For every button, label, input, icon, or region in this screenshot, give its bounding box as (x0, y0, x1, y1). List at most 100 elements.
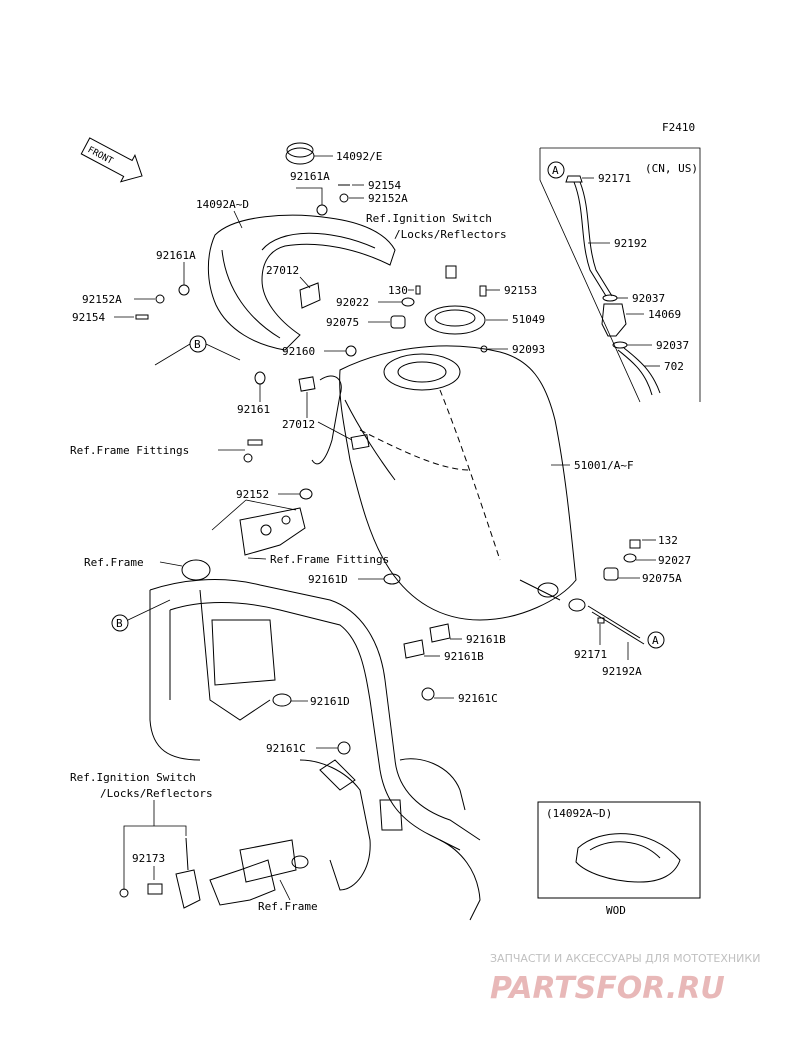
label-92154-left: 92154 (72, 311, 105, 324)
clamp-92171-bot (597, 617, 605, 624)
filter-14069 (601, 303, 627, 337)
tank-cover-illustration (207, 214, 396, 351)
label-92192: 92192 (614, 237, 647, 250)
market-note: (CN, US) (645, 162, 698, 175)
label-92075a: 92075A (642, 572, 682, 585)
variant-box-caption: WOD (606, 904, 626, 917)
grommet-92160 (345, 345, 357, 357)
label-92154-top: 92154 (368, 179, 401, 192)
callout-a-upper-label: A (552, 164, 559, 177)
callout-a-lower-label: A (652, 634, 659, 647)
grommet-92161a-left (178, 284, 190, 296)
washer-frame-fittings (243, 453, 253, 463)
clamp-92037-b (612, 341, 628, 349)
bolt-frame-fittings (247, 439, 263, 446)
washer-92022 (401, 297, 415, 307)
label-51049: 51049 (512, 313, 545, 326)
washer-92027 (623, 553, 637, 563)
watermark-tagline: ЗАПЧАСТИ И АКСЕССУАРЫ ДЛЯ МОТОТЕХНИКИ (490, 952, 760, 965)
label-92171-bot: 92171 (574, 648, 607, 661)
hose-92192 (573, 181, 607, 297)
cn-us-detail-box: (CN, US) A 92171 92192 92037 14069 92037… (539, 147, 701, 403)
grommet-92161c-a (421, 687, 435, 701)
clamp-92171-top (565, 175, 583, 183)
figure-code: F2410 (662, 121, 695, 134)
ref-frame-b: Ref.Frame (258, 900, 318, 913)
grommet-92161c-b (337, 741, 351, 755)
ref-frame-fittings-b: Ref.Frame Fittings (270, 553, 389, 566)
collar-92152a-top (339, 193, 349, 203)
callout-b-lower-label: B (116, 617, 123, 630)
hose-702 (617, 349, 653, 396)
pad-92161b-a (429, 623, 451, 643)
collar-92152 (299, 488, 313, 500)
label-92161a-left: 92161A (156, 249, 196, 262)
label-92192a: 92192A (602, 665, 642, 678)
label-130: 130 (388, 284, 408, 297)
lock-latch-92173 (119, 837, 309, 909)
ref-frame-fittings-a: Ref.Frame Fittings (70, 444, 189, 457)
label-92161a-top: 92161A (290, 170, 330, 183)
ref-ignition-bot-line2: /Locks/Reflectors (100, 787, 213, 800)
variant-box-title: (14092A~D) (546, 807, 612, 820)
label-92173: 92173 (132, 852, 165, 865)
label-92161d-b: 92161D (310, 695, 350, 708)
label-92152a-top: 92152A (368, 192, 408, 205)
collar-92152a-left (155, 294, 165, 304)
label-92153: 92153 (504, 284, 537, 297)
bolt-92154-left (135, 314, 149, 320)
ref-frame-a: Ref.Frame (84, 556, 144, 569)
ref-ignition-top-line2: /Locks/Reflectors (394, 228, 507, 241)
motorcycle-frame (149, 579, 481, 921)
label-92037-a: 92037 (632, 292, 665, 305)
grommet-92161 (254, 371, 266, 385)
label-92161c-b: 92161C (266, 742, 306, 755)
fuel-cap-ring-51049 (424, 265, 486, 335)
callout-b-upper-label: B (194, 338, 201, 351)
label-14092a-d: 14092A~D (196, 198, 249, 211)
callout-b-lower (111, 614, 129, 632)
variant-detail-box: (14092A~D) WOD (537, 801, 701, 917)
frame-tube-end (181, 559, 211, 581)
bolt-92153 (479, 285, 487, 297)
label-92075: 92075 (326, 316, 359, 329)
fuel-cap-cover-part (285, 142, 333, 165)
label-92161b-b: 92161B (444, 650, 484, 663)
screw-130 (415, 285, 421, 295)
ref-ignition-bot-line1: Ref.Ignition Switch (70, 771, 196, 784)
label-92152: 92152 (236, 488, 269, 501)
watermark-brand: PARTSFOR.RU (490, 971, 725, 1006)
damper-92075 (390, 315, 406, 329)
fuel-tank-51001 (311, 345, 586, 621)
callout-a-lower (647, 631, 665, 649)
pad-27012-b (350, 434, 370, 450)
label-14069: 14069 (648, 308, 681, 321)
label-132: 132 (658, 534, 678, 547)
clamp-92037-a (602, 294, 618, 302)
grommet-92161d-a (383, 573, 401, 585)
bolt-132 (629, 539, 641, 549)
label-92160: 92160 (282, 345, 315, 358)
label-92161: 92161 (237, 403, 270, 416)
damper-92075a (603, 567, 619, 581)
label-92152a-left: 92152A (82, 293, 122, 306)
pad-27012-a (298, 376, 316, 392)
hose-92192a (587, 605, 641, 639)
label-92161c-a: 92161C (458, 692, 498, 705)
ref-ignition-top-line1: Ref.Ignition Switch (366, 212, 492, 225)
label-702: 702 (664, 360, 684, 373)
label-92171-top: 92171 (598, 172, 631, 185)
label-92093: 92093 (512, 343, 545, 356)
grommet-92161d-b (272, 693, 292, 707)
label-27012-top: 27012 (266, 264, 299, 277)
label-51001: 51001/A~F (574, 459, 634, 472)
label-92037-b: 92037 (656, 339, 689, 352)
tank-bracket (239, 507, 306, 556)
front-arrow-icon: FRONT (80, 137, 143, 183)
grommet-92161a-top (316, 204, 328, 216)
label-92161b-a: 92161B (466, 633, 506, 646)
label-14092e: 14092/E (336, 150, 382, 163)
pad-92161b-b (403, 639, 425, 659)
callout-a-upper (547, 161, 565, 179)
